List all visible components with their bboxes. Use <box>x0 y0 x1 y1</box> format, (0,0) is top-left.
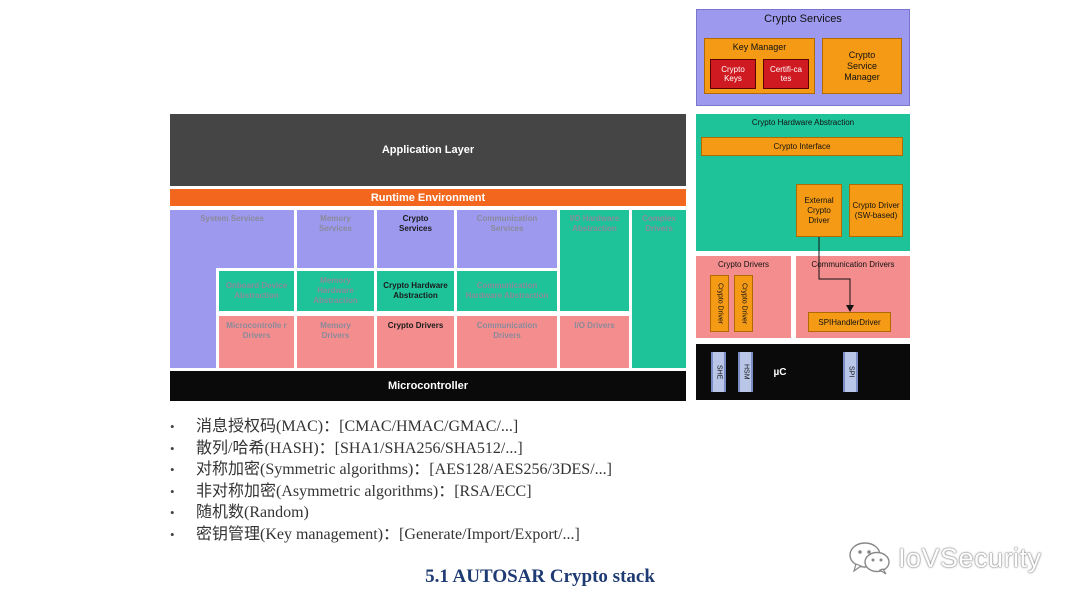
microcontroller-drivers: Microcontrolle r Drivers <box>219 316 294 368</box>
watermark: IoVSecurity <box>848 540 1042 576</box>
microcontroller-label: Microcontroller <box>387 380 469 392</box>
complex-drivers: Complex Drivers <box>632 210 686 368</box>
external-crypto-driver-label: External Crypto Driver <box>804 195 834 225</box>
crypto-driver-sw-based-label: Crypto Driver (SW-based) <box>852 200 900 220</box>
runtime-environment-label: Runtime Environment <box>370 191 486 204</box>
uc-label: µC <box>773 367 787 378</box>
list-item: 消息授权码(MAC)：[CMAC/HMAC/GMAC/...] <box>170 416 790 438</box>
system-services-label: System Services <box>200 214 264 223</box>
microcontroller-layer: Microcontroller <box>170 371 686 401</box>
io-drivers-label: I/O Drivers <box>574 321 615 330</box>
memory-drivers: Memory Drivers <box>297 316 374 368</box>
hsm-label: HSM <box>742 364 750 380</box>
crypto-hw-abstraction-title: Crypto Hardware Abstraction <box>751 118 855 127</box>
memory-hardware-abstraction-label: Memory Hardware Abstraction <box>313 276 358 305</box>
application-layer: Application Layer <box>170 114 686 186</box>
crypto-services-title: Crypto Services <box>764 13 842 25</box>
crypto-drivers-label: Crypto Drivers <box>387 321 444 330</box>
list-item: 非对称加密(Asymmetric algorithms)：[RSA/ECC] <box>170 481 790 503</box>
watermark-text: IoVSecurity <box>898 542 1042 573</box>
onboard-device-abstraction: Onboard Device Abstraction <box>219 271 294 311</box>
crypto-drivers-title: Crypto Drivers <box>717 260 770 269</box>
crypto-keys-label: Crypto Keys <box>721 65 745 83</box>
certificates-label: Certifi-cates <box>770 65 803 83</box>
uc-block <box>696 344 910 400</box>
system-services-stem <box>170 268 216 368</box>
crypto-keys: Crypto Keys <box>710 59 756 89</box>
wechat-icon <box>849 542 890 575</box>
list-item: 随机数(Random) <box>170 502 790 524</box>
crypto-services-label: Crypto Services <box>399 214 432 233</box>
communication-hardware-abstraction: Communication Hardware Abstraction <box>457 271 557 311</box>
io-hardware-abstraction: I/O Hardware Abstraction <box>560 210 629 311</box>
crypto-hardware-abstraction-label: Crypto Hardware Abstraction <box>383 281 448 300</box>
list-item: 密钥管理(Key management)：[Generate/Import/Ex… <box>170 524 790 546</box>
external-crypto-driver: External Crypto Driver <box>796 184 842 237</box>
memory-drivers-label: Memory Drivers <box>320 321 351 340</box>
application-layer-label: Application Layer <box>381 144 475 156</box>
io-hardware-abstraction-label: I/O Hardware Abstraction <box>569 214 620 233</box>
crypto-service-manager: Crypto Service Manager <box>822 38 902 94</box>
crypto-drivers: Crypto Drivers <box>377 316 454 368</box>
communication-drivers-label: Communication Drivers <box>476 321 538 340</box>
key-manager-label: Key Manager <box>732 42 787 52</box>
microcontroller-drivers-label: Microcontrolle r Drivers <box>226 321 287 340</box>
crypto-interface-label: Crypto Interface <box>773 142 831 151</box>
hsm-module: HSM <box>738 352 753 392</box>
communication-services: Communication Services <box>457 210 557 268</box>
memory-services: Memory Services <box>297 210 374 268</box>
system-services-top: System Services <box>170 210 294 268</box>
crypto-driver-2-label: Crypto Driver <box>740 282 748 325</box>
communication-hardware-abstraction-label: Communication Hardware Abstraction <box>465 281 549 300</box>
crypto-service-manager-label: Crypto Service Manager <box>844 49 880 82</box>
io-drivers: I/O Drivers <box>560 316 629 368</box>
crypto-driver-2: Crypto Driver <box>734 275 753 332</box>
memory-services-label: Memory Services <box>319 214 352 233</box>
spi-handler-driver: SPIHandlerDriver <box>808 312 891 332</box>
she-label: SHE <box>715 364 723 380</box>
communication-drivers-title: Communication Drivers <box>811 260 895 269</box>
crypto-driver-sw-based: Crypto Driver (SW-based) <box>849 184 903 237</box>
crypto-services: Crypto Services <box>377 210 454 268</box>
figure-caption: 5.1 AUTOSAR Crypto stack <box>425 566 655 587</box>
memory-hardware-abstraction: Memory Hardware Abstraction <box>297 271 374 311</box>
crypto-feature-list: 消息授权码(MAC)：[CMAC/HMAC/GMAC/...] 散列/哈希(HA… <box>170 416 790 545</box>
crypto-interface: Crypto Interface <box>701 137 903 156</box>
crypto-driver-1-label: Crypto Driver <box>716 282 724 325</box>
communication-services-label: Communication Services <box>476 214 538 233</box>
spi-handler-driver-label: SPIHandlerDriver <box>818 317 881 327</box>
list-item: 对称加密(Symmetric algorithms)：[AES128/AES25… <box>170 459 790 481</box>
complex-drivers-label: Complex Drivers <box>642 214 676 233</box>
crypto-hardware-abstraction: Crypto Hardware Abstraction <box>377 271 454 311</box>
she-module: SHE <box>711 352 726 392</box>
spi-module: SPI <box>843 352 858 392</box>
certificates: Certifi-cates <box>763 59 809 89</box>
spi-label: SPI <box>847 366 855 378</box>
list-item: 散列/哈希(HASH)：[SHA1/SHA256/SHA512/...] <box>170 438 790 460</box>
communication-drivers: Communication Drivers <box>457 316 557 368</box>
runtime-environment: Runtime Environment <box>170 189 686 206</box>
onboard-device-abstraction-label: Onboard Device Abstraction <box>225 281 288 300</box>
crypto-driver-1: Crypto Driver <box>710 275 729 332</box>
